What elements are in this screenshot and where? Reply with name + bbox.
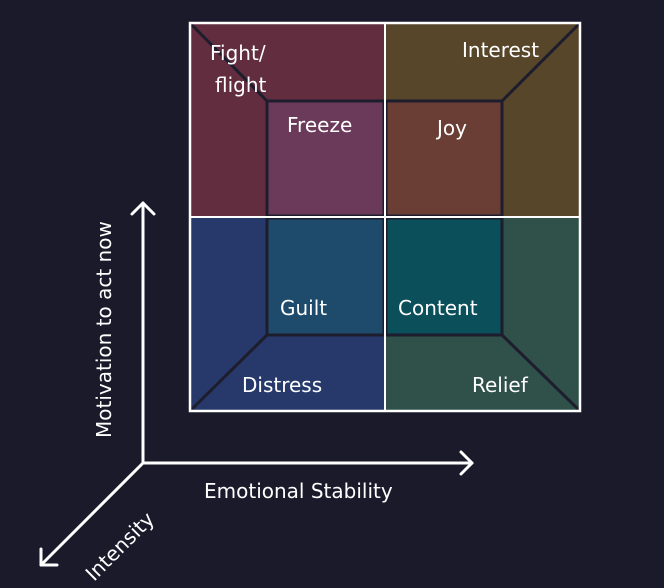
- quadrant-bottom-left: [188, 216, 386, 413]
- corner-diagonal: [188, 333, 269, 413]
- quadrant-bottom-right: [384, 216, 582, 413]
- horizontal-axis-arrowhead: [459, 450, 474, 476]
- distress-label: Distress: [242, 373, 322, 397]
- corner-diagonal: [500, 21, 582, 103]
- horizontal-axis-label: Emotional Stability: [204, 479, 393, 503]
- joy-region: [384, 99, 504, 218]
- interest-label: Interest: [462, 38, 539, 62]
- content-region: [384, 216, 504, 337]
- freeze-label: Freeze: [287, 113, 352, 137]
- fight-flight-label-line2: flight: [215, 73, 267, 97]
- corner-diagonal: [188, 21, 269, 103]
- quadrant-top-right: [384, 21, 582, 218]
- vertical-axis-label: Motivation to act now: [92, 221, 116, 438]
- joy-label: Joy: [435, 116, 467, 140]
- depth-axis-arrowhead: [39, 547, 59, 567]
- quadrant-top-left: [188, 21, 386, 218]
- guilt-label: Guilt: [280, 296, 327, 320]
- vertical-axis-arrowhead: [130, 201, 156, 216]
- fight-flight-label: Fight/: [210, 41, 266, 65]
- axes: [39, 201, 474, 567]
- relief-label: Relief: [472, 373, 529, 397]
- corner-diagonal: [500, 333, 582, 413]
- content-label: Content: [398, 296, 478, 320]
- depth-axis-label: Intensity: [81, 507, 160, 586]
- depth-axis-line: [39, 461, 145, 567]
- freeze-region: [265, 99, 386, 218]
